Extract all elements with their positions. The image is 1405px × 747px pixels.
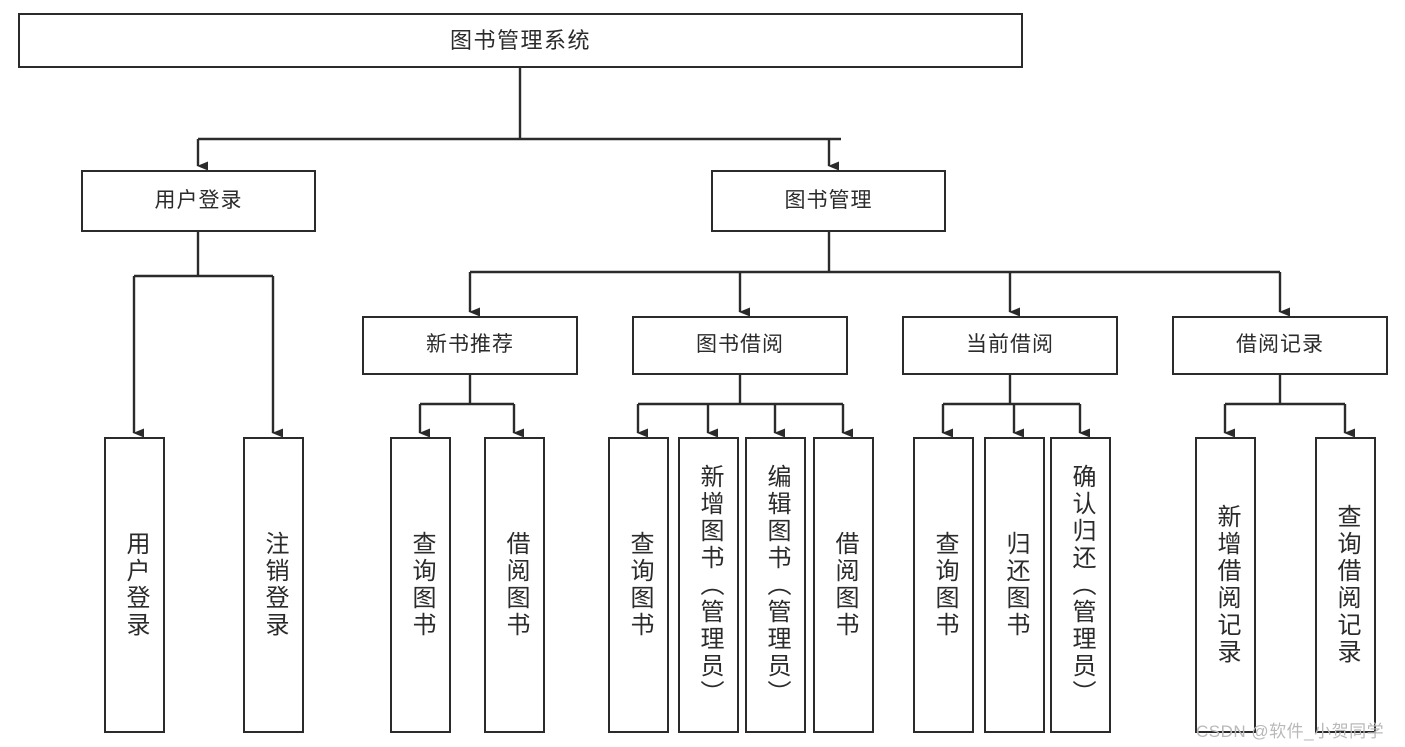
node-new-book-recommend[interactable]: 新书推荐 bbox=[362, 316, 578, 375]
node-leaf-query-borrow-record[interactable]: 查询借阅记录 bbox=[1315, 437, 1376, 733]
node-label: 借阅图书 bbox=[501, 531, 529, 639]
node-leaf-borrow-book-borrow[interactable]: 借阅图书 bbox=[813, 437, 874, 733]
node-label: 用户登录 bbox=[121, 531, 149, 639]
node-leaf-add-book-admin[interactable]: 新增图书（管理员） bbox=[678, 437, 739, 733]
node-borrow-record[interactable]: 借阅记录 bbox=[1172, 316, 1388, 375]
node-label: 查询图书 bbox=[407, 531, 435, 639]
node-label: 新增图书（管理员） bbox=[695, 463, 723, 707]
node-leaf-user-login[interactable]: 用户登录 bbox=[104, 437, 165, 733]
node-label: 查询图书 bbox=[930, 531, 958, 639]
node-book-borrow[interactable]: 图书借阅 bbox=[632, 316, 848, 375]
node-leaf-borrow-book-recommend[interactable]: 借阅图书 bbox=[484, 437, 545, 733]
node-leaf-add-borrow-record[interactable]: 新增借阅记录 bbox=[1195, 437, 1256, 733]
node-book-manage[interactable]: 图书管理 bbox=[711, 170, 946, 232]
node-current-borrow[interactable]: 当前借阅 bbox=[902, 316, 1118, 375]
node-leaf-confirm-return-admin[interactable]: 确认归还（管理员） bbox=[1050, 437, 1111, 733]
node-leaf-query-book-current[interactable]: 查询图书 bbox=[913, 437, 974, 733]
node-label: 注销登录 bbox=[260, 531, 288, 639]
node-label: 查询图书 bbox=[625, 531, 653, 639]
node-user-login[interactable]: 用户登录 bbox=[81, 170, 316, 232]
node-label: 查询借阅记录 bbox=[1332, 504, 1360, 666]
node-label: 用户登录 bbox=[154, 188, 243, 212]
node-label: 借阅图书 bbox=[830, 531, 858, 639]
node-label: 图书管理 bbox=[784, 188, 873, 212]
node-label: 归还图书 bbox=[1001, 531, 1029, 639]
node-leaf-logout[interactable]: 注销登录 bbox=[243, 437, 304, 733]
node-label: 新增借阅记录 bbox=[1212, 504, 1240, 666]
node-leaf-query-book-borrow[interactable]: 查询图书 bbox=[608, 437, 669, 733]
node-label: 编辑图书（管理员） bbox=[762, 463, 790, 707]
node-leaf-edit-book-admin[interactable]: 编辑图书（管理员） bbox=[745, 437, 806, 733]
node-leaf-return-book[interactable]: 归还图书 bbox=[984, 437, 1045, 733]
node-label: 当前借阅 bbox=[966, 333, 1054, 357]
node-root-system[interactable]: 图书管理系统 bbox=[18, 13, 1023, 68]
node-label: 新书推荐 bbox=[426, 333, 514, 357]
node-leaf-query-book-recommend[interactable]: 查询图书 bbox=[390, 437, 451, 733]
node-label: 借阅记录 bbox=[1236, 333, 1324, 357]
csdn-watermark: CSDN @软件_小贺同学 bbox=[1196, 722, 1385, 741]
node-label: 图书借阅 bbox=[696, 333, 784, 357]
node-label: 图书管理系统 bbox=[449, 27, 591, 53]
node-label: 确认归还（管理员） bbox=[1067, 463, 1095, 707]
